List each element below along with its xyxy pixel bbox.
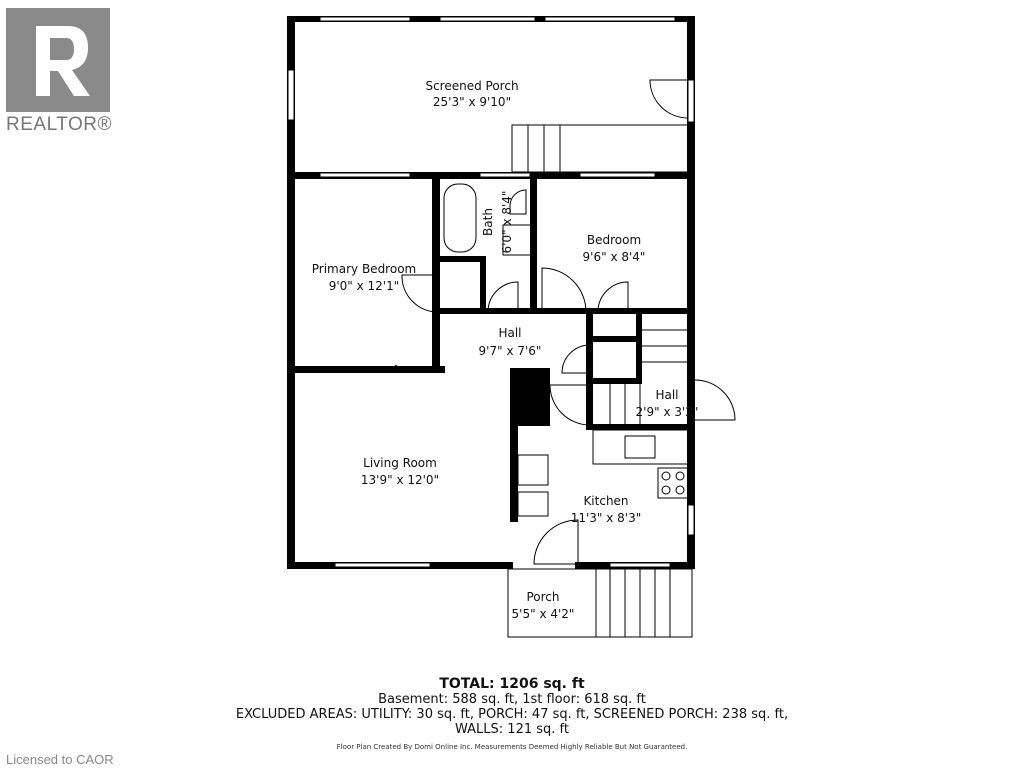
stove	[657, 467, 689, 499]
wall-west	[287, 16, 295, 569]
floor-areas: Basement: 588 sq. ft, 1st floor: 618 sq.…	[378, 692, 646, 707]
realtor-logo-text: REALTOR®	[6, 114, 112, 135]
sink	[502, 224, 532, 256]
realtor-logo	[6, 8, 110, 116]
room-name-porch: Porch	[526, 590, 559, 604]
interior-stairs	[609, 329, 688, 424]
kitchen-counter	[592, 429, 689, 465]
room-name-hall-2: Hall	[655, 388, 678, 402]
area-summary: TOTAL: 1206 sq. ft Basement: 588 sq. ft,…	[0, 676, 1024, 738]
room-size-porch: 5'5" x 4'2"	[512, 607, 575, 621]
fridge	[517, 454, 549, 486]
license-text: Licensed to CAOR	[6, 752, 114, 767]
room-name-primary-bedroom: Primary Bedroom	[312, 262, 416, 276]
porch-door	[649, 79, 689, 119]
toilet	[509, 189, 527, 215]
room-name-bedroom: Bedroom	[587, 233, 641, 247]
room-name-screened-porch: Screened Porch	[425, 79, 518, 93]
room-size-bath: 6'0" x 8'4"	[500, 191, 514, 254]
room-size-kitchen: 11'3" x 8'3"	[571, 511, 642, 525]
room-size-bedroom: 9'6" x 8'4"	[583, 250, 646, 264]
room-size-living-room: 13'9" x 12'0"	[361, 473, 439, 487]
front-porch	[507, 568, 693, 638]
wall-east	[687, 16, 695, 569]
room-size-hall-2: 2'9" x 3'2"	[636, 405, 699, 419]
porch-stairs	[511, 124, 693, 173]
walls-area: WALLS: 121 sq. ft	[455, 722, 569, 737]
room-size-screened-porch: 25'3" x 9'10"	[433, 95, 511, 109]
room-name-living-room: Living Room	[363, 456, 437, 470]
room-name-bath: Bath	[481, 208, 495, 236]
doors	[394, 267, 736, 565]
room-size-hall: 9'7" x 7'6"	[479, 344, 542, 358]
room-name-kitchen: Kitchen	[583, 494, 628, 508]
kitchen-sink	[624, 435, 656, 459]
total-area: TOTAL: 1206 sq. ft	[439, 676, 585, 692]
credit-text: Floor Plan Created By Domi Online Inc. M…	[336, 743, 688, 751]
room-size-primary-bedroom: 9'0" x 12'1"	[329, 279, 400, 293]
bathtub	[443, 183, 477, 253]
room-name-hall: Hall	[498, 326, 521, 340]
excluded-areas: EXCLUDED AREAS: UTILITY: 30 sq. ft, PORC…	[235, 707, 789, 722]
